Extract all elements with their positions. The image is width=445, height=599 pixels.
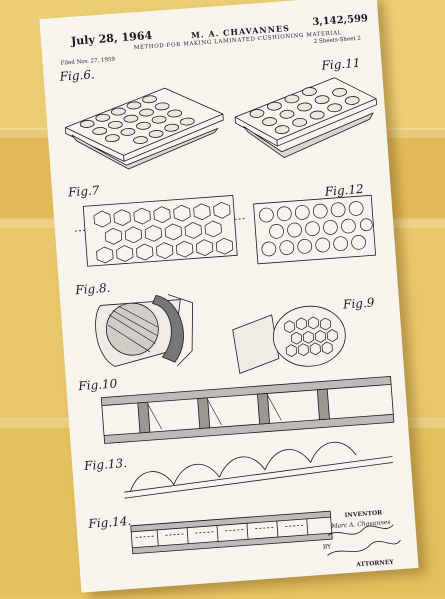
figure-8-drawing bbox=[95, 294, 193, 367]
figure-10-drawing bbox=[100, 375, 395, 444]
figure-9-drawing bbox=[232, 305, 346, 374]
signature-scribble bbox=[327, 539, 401, 556]
patent-drawings bbox=[65, 77, 401, 556]
figure-6-drawing bbox=[65, 87, 224, 170]
patent-sheet: July 28, 1964 M. A. CHAVANNES 3,142,599 … bbox=[39, 0, 419, 593]
signature-scribble bbox=[327, 524, 394, 536]
figure-12-drawing bbox=[253, 194, 376, 265]
figure-14-drawing bbox=[130, 510, 333, 555]
figure-7-drawing bbox=[74, 195, 247, 267]
figure-13-drawing bbox=[124, 441, 393, 499]
by-label: BY bbox=[322, 543, 332, 551]
figure-11-drawing bbox=[234, 77, 377, 158]
